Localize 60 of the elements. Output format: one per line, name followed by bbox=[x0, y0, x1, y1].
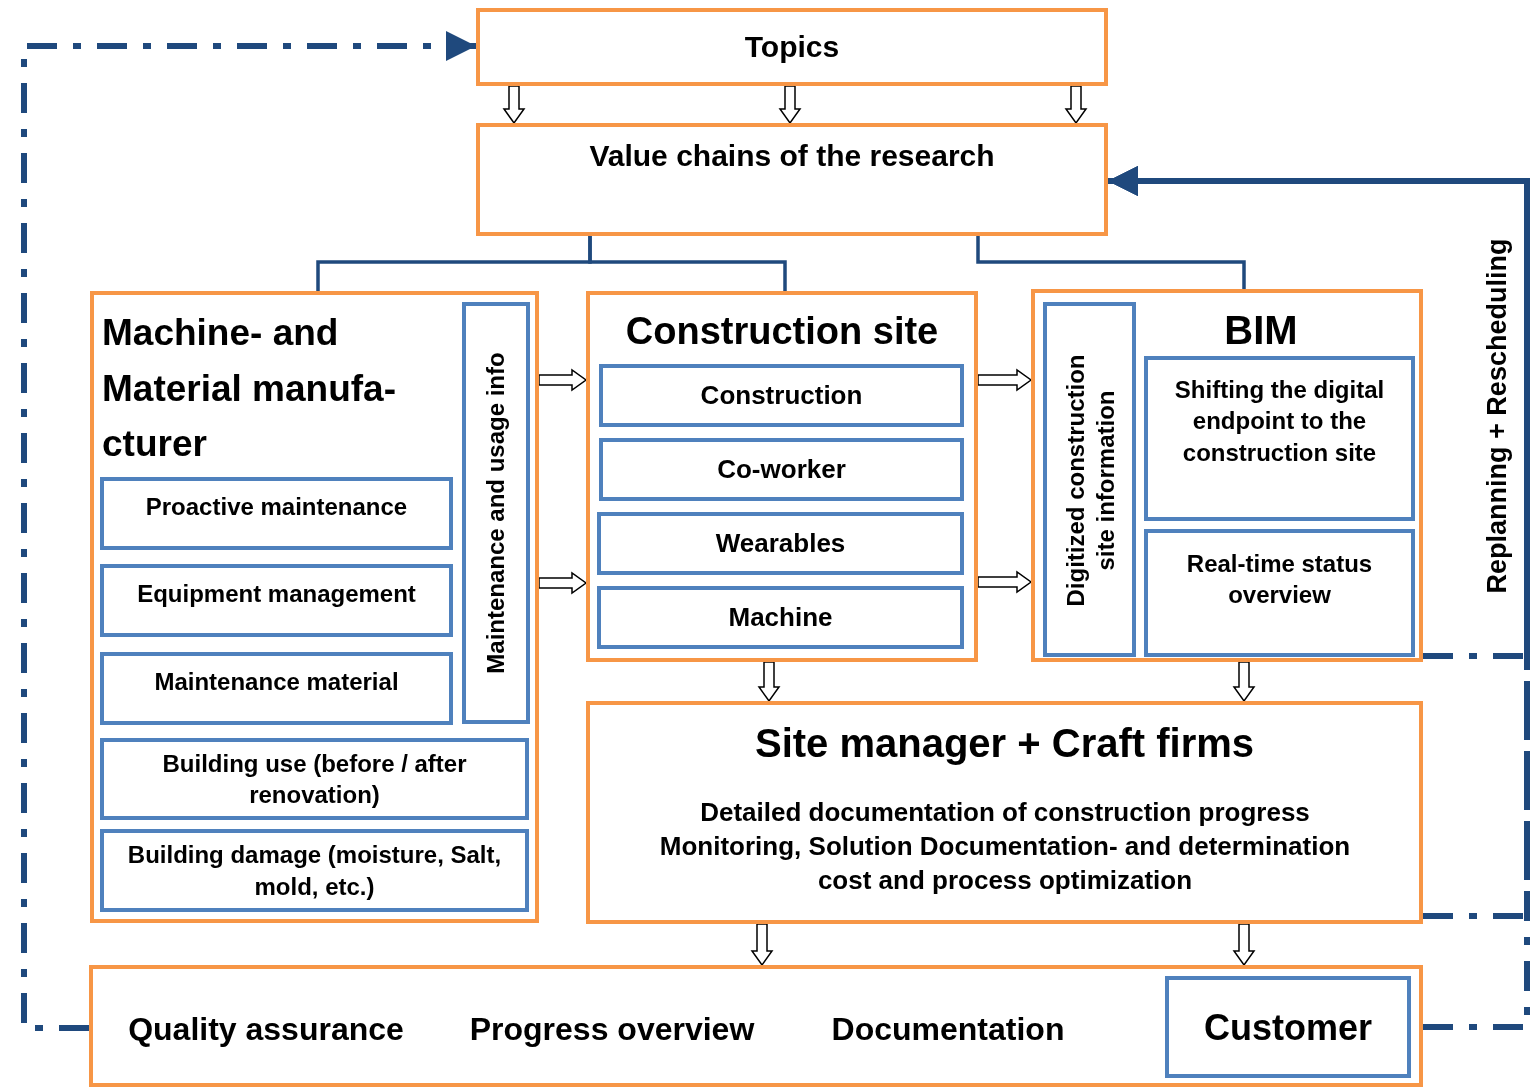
label: Digitized construction site information bbox=[1059, 353, 1119, 608]
label: Equipment management bbox=[136, 579, 417, 610]
label: Proactive maintenance bbox=[144, 492, 409, 523]
item-box bbox=[1144, 356, 1415, 521]
block-arrow bbox=[977, 570, 1033, 594]
label: Co-worker bbox=[716, 452, 847, 486]
item-box bbox=[599, 364, 964, 427]
heading: Site manager + Craft firms bbox=[753, 720, 1256, 767]
block-arrow bbox=[750, 923, 774, 967]
block-arrow bbox=[1232, 661, 1256, 703]
process-box bbox=[89, 965, 1423, 1087]
label: Machine- and Material manufa- cturer bbox=[102, 311, 397, 466]
item-box bbox=[100, 477, 453, 550]
process-box bbox=[90, 291, 539, 923]
process-box bbox=[476, 8, 1108, 86]
connector-line bbox=[588, 236, 787, 291]
description: Detailed documentation of construction progress Monitoring, Solution Documentation- and determination cost and process optimization bbox=[658, 796, 1352, 897]
process-box bbox=[586, 291, 978, 662]
label: Maintenance and usage info bbox=[481, 351, 510, 676]
item-box bbox=[462, 302, 530, 724]
item-box bbox=[100, 564, 453, 637]
block-arrow bbox=[778, 85, 802, 125]
item-box bbox=[100, 738, 529, 820]
label: Quality assurance bbox=[127, 1010, 405, 1050]
label: Value chains of the research bbox=[588, 137, 996, 174]
item-box bbox=[100, 652, 453, 725]
block-arrow bbox=[757, 661, 781, 703]
process-box bbox=[1031, 289, 1423, 662]
item-box bbox=[100, 829, 529, 912]
block-arrow bbox=[538, 571, 588, 595]
label: Topics bbox=[743, 28, 841, 65]
item-box bbox=[597, 586, 964, 649]
label: Documentation bbox=[830, 1010, 1066, 1050]
connector-line bbox=[976, 236, 1246, 289]
dash-dot-arrow bbox=[21, 31, 476, 1031]
block-arrow bbox=[502, 85, 526, 125]
label: BIM bbox=[1223, 307, 1299, 354]
item-box bbox=[599, 438, 964, 501]
label: Progress overview bbox=[468, 1010, 756, 1050]
label: Customer bbox=[1203, 1005, 1373, 1050]
side-label: Replanning + Rescheduling bbox=[1481, 237, 1514, 596]
label: Building damage (moisture, Salt, mold, etc.) bbox=[126, 840, 503, 902]
block-arrow bbox=[1232, 923, 1256, 967]
block-arrow bbox=[1064, 85, 1088, 125]
item-box bbox=[1043, 302, 1136, 657]
label: Maintenance material bbox=[153, 667, 400, 698]
label: Real-time status overview bbox=[1185, 548, 1374, 610]
item-box bbox=[1144, 529, 1415, 657]
block-arrow bbox=[977, 368, 1033, 392]
item-box bbox=[1165, 976, 1411, 1078]
block-arrow bbox=[538, 368, 588, 392]
process-box bbox=[476, 123, 1108, 236]
label: Shifting the digital endpoint to the construction site bbox=[1173, 375, 1386, 468]
label: Building use (before / after renovation) bbox=[161, 748, 468, 810]
label: Construction bbox=[699, 378, 864, 412]
item-box bbox=[597, 512, 964, 575]
label: Wearables bbox=[714, 526, 847, 560]
label: Machine bbox=[727, 600, 834, 634]
process-box bbox=[586, 701, 1423, 924]
label: Construction site bbox=[624, 309, 940, 355]
